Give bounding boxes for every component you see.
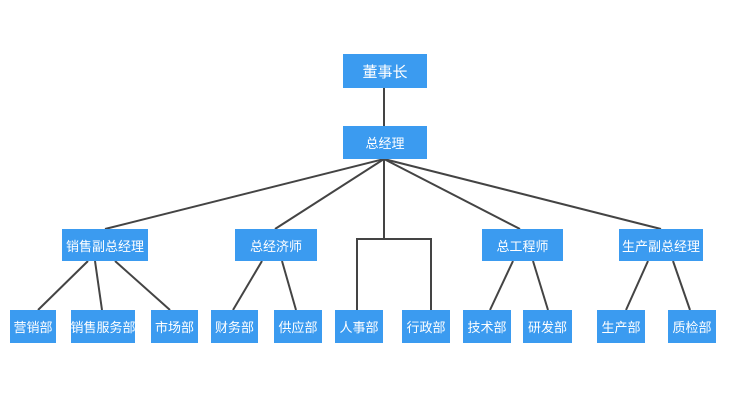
node-dept-technology: 技术部	[463, 310, 511, 343]
node-chairman: 董事长	[343, 54, 427, 88]
edge-sales-vp-dept-3	[114, 260, 171, 311]
node-dept-label: 生产部	[601, 321, 641, 336]
node-sales-vp: 销售副总经理	[62, 229, 148, 261]
node-dept-label: 市场部	[154, 321, 194, 336]
edge-engineer-dept-2	[532, 260, 549, 311]
node-dept-supply: 供应部	[274, 310, 322, 343]
node-production-vp-label: 生产副总经理	[621, 239, 700, 255]
edge-production-vp-dept-2	[672, 260, 691, 311]
node-dept-finance: 财务部	[211, 310, 258, 343]
node-chief-economist-label: 总经济师	[249, 239, 302, 255]
node-dept-rnd: 研发部	[523, 310, 572, 343]
edge-gm-engineer	[383, 158, 521, 230]
node-chief-economist: 总经济师	[235, 229, 317, 261]
node-sales-vp-label: 销售副总经理	[65, 239, 144, 255]
node-production-vp: 生产副总经理	[619, 229, 703, 261]
node-dept-label: 人事部	[339, 321, 379, 336]
node-chief-engineer: 总工程师	[482, 229, 563, 261]
node-chairman-label: 董事长	[362, 62, 408, 81]
node-dept-market: 市场部	[151, 310, 198, 343]
node-chief-engineer-label: 总工程师	[496, 239, 549, 255]
node-dept-label: 研发部	[527, 321, 567, 336]
edge-sales-vp-dept-1	[37, 260, 89, 311]
node-dept-label: 营销部	[13, 321, 53, 336]
node-general-manager-label: 总经理	[365, 137, 405, 152]
node-general-manager: 总经理	[343, 126, 427, 159]
node-dept-admin: 行政部	[402, 310, 450, 343]
edge-sales-vp-dept-2	[94, 260, 103, 311]
edge-direct-bracket	[356, 238, 432, 310]
edge-gm-economist	[274, 158, 385, 230]
node-dept-production: 生产部	[597, 310, 645, 343]
node-dept-hr: 人事部	[335, 310, 383, 343]
node-dept-sales-service: 销售服务部	[70, 310, 136, 343]
edge-economist-dept-1	[232, 260, 263, 311]
edge-gm-production-vp	[383, 158, 662, 230]
edge-engineer-dept-1	[489, 260, 514, 311]
node-dept-label: 行政部	[406, 321, 446, 336]
edge-gm-sales-vp	[104, 158, 385, 230]
edge-production-vp-dept-1	[625, 260, 649, 311]
node-dept-label: 财务部	[214, 321, 254, 336]
node-dept-marketing: 营销部	[10, 310, 56, 343]
node-dept-quality: 质检部	[668, 310, 716, 343]
node-dept-label: 销售服务部	[70, 321, 136, 336]
node-dept-label: 供应部	[278, 321, 318, 336]
edge-economist-dept-2	[281, 260, 297, 311]
node-dept-label: 质检部	[672, 321, 712, 336]
node-dept-label: 技术部	[467, 321, 507, 336]
